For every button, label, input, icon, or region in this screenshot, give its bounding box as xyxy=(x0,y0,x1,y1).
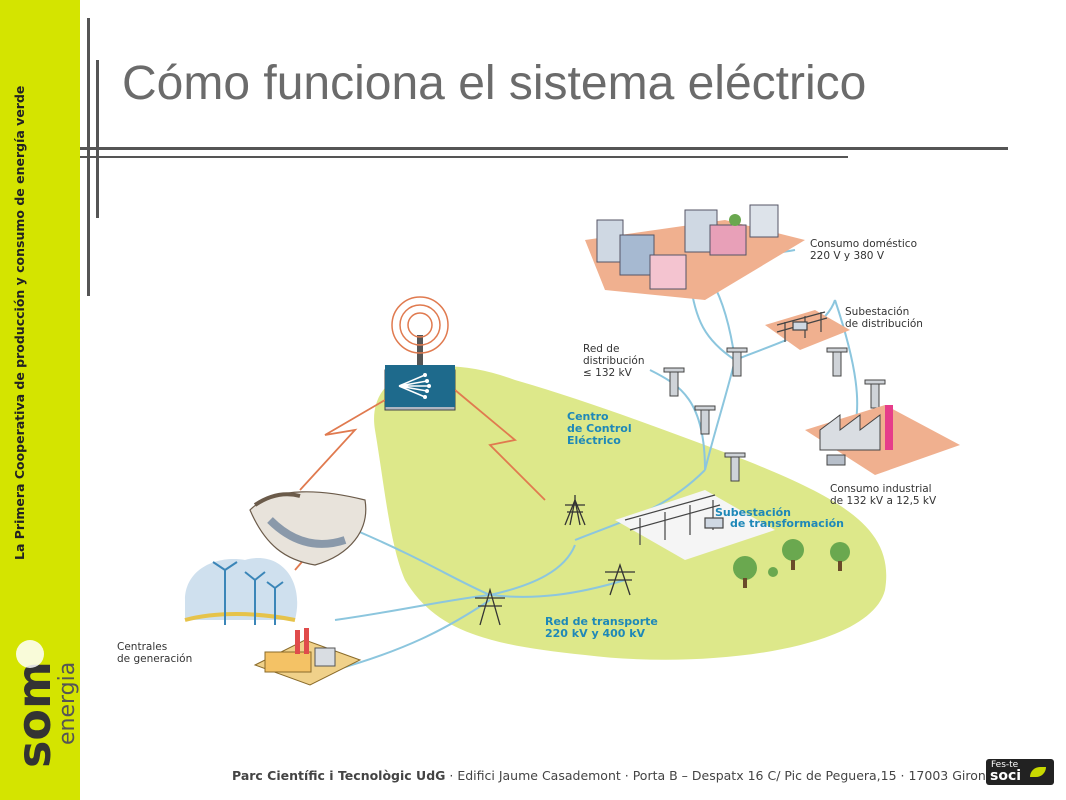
slide-title: Cómo funciona el sistema eléctrico xyxy=(122,57,867,110)
label-consumo-industrial-2: de 132 kV a 12,5 kV xyxy=(830,495,937,507)
label-consumo-industrial-1: Consumo industrial xyxy=(830,483,932,495)
label-red-transporte-2: 220 kV y 400 kV xyxy=(545,627,646,640)
label-subestacion-transformacion-2: de transformación xyxy=(730,517,844,530)
vertical-rule-2 xyxy=(96,60,99,218)
network-area-blob xyxy=(374,366,887,660)
logo-brand-main: som xyxy=(7,661,61,768)
som-energia-logo: som energia xyxy=(7,640,80,768)
industrial-ground xyxy=(805,405,960,475)
transport-towers xyxy=(475,495,635,626)
badge-top-text: Fes-te xyxy=(991,760,1019,770)
label-consumo-domestico-2: 220 V y 380 V xyxy=(810,250,885,262)
sidebar-tagline: La Primera Cooperativa de producción y c… xyxy=(12,85,27,560)
distribution-poles xyxy=(663,347,886,482)
hydro-dam-icon xyxy=(249,491,367,566)
transformation-substation-icon xyxy=(624,494,724,545)
electric-system-diagram: Consumo doméstico 220 V y 380 V Subestac… xyxy=(117,204,960,686)
label-centrales-2: de generación xyxy=(117,653,192,665)
transformation-substation-ground xyxy=(615,490,775,560)
footer-bold: Parc Científic i Tecnològic UdG xyxy=(232,768,446,783)
trees-icon xyxy=(733,539,850,588)
power-plant-icon xyxy=(253,628,362,686)
label-centro-control-2: de Control xyxy=(567,422,632,435)
label-red-distribucion-3: ≤ 132 kV xyxy=(583,367,633,379)
footer-address: Parc Científic i Tecnològic UdG · Edific… xyxy=(232,768,993,783)
wind-farm-icon xyxy=(184,558,298,625)
network-fan-icon xyxy=(398,373,431,399)
horizontal-rule-2 xyxy=(80,156,848,158)
logo-brand-sub: energia xyxy=(55,662,80,745)
label-subestacion-distribucion-2: de distribución xyxy=(845,318,923,330)
label-red-distribucion-2: distribución xyxy=(583,355,645,367)
label-red-transporte-1: Red de transporte xyxy=(545,615,658,628)
badge-main-text: soci xyxy=(990,768,1022,784)
residential-buildings-icon xyxy=(596,204,779,290)
label-red-distribucion-1: Red de xyxy=(583,343,619,355)
label-consumo-domestico-1: Consumo doméstico xyxy=(810,238,917,250)
label-centro-control-3: Eléctrico xyxy=(567,434,621,447)
label-centro-control-1: Centro xyxy=(567,410,609,423)
label-centrales-1: Centrales xyxy=(117,641,167,653)
label-subestacion-distribucion-1: Subestación xyxy=(845,306,909,318)
logo-sun-icon xyxy=(16,640,44,668)
label-subestacion-transformacion-1: Subestación xyxy=(715,506,791,519)
fes-te-soci-badge[interactable]: Fes-te soci xyxy=(986,759,1054,785)
horizontal-rule-1 xyxy=(80,147,1008,150)
distribution-substation-icon xyxy=(776,311,828,342)
footer-rest: · Edifici Jaume Casademont · Porta B – D… xyxy=(445,768,994,783)
factory-icon xyxy=(819,405,893,466)
sidebar: La Primera Cooperativa de producción y c… xyxy=(0,0,80,800)
leaf-icon xyxy=(1030,767,1046,777)
network-operator-logo-icon xyxy=(385,365,455,407)
